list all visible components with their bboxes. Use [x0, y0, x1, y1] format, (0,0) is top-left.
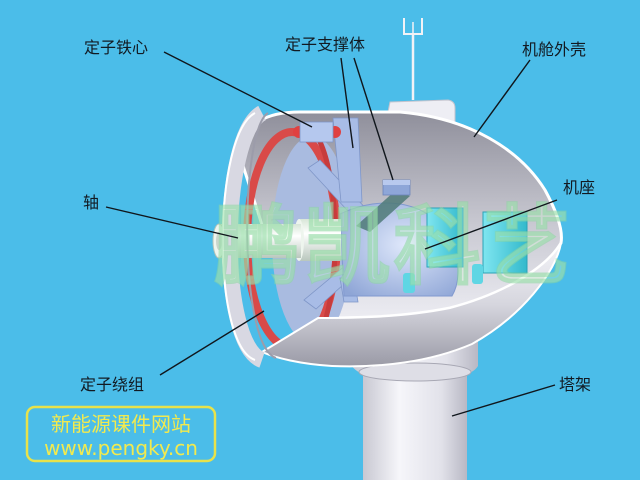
label-tower: 塔架: [559, 375, 591, 394]
support-block: [382, 179, 411, 196]
label-nacelle-shell: 机舱外壳: [522, 40, 586, 59]
label-stator-core: 定子铁心: [84, 38, 148, 57]
logo-site-name: 新能源课件网站: [51, 412, 191, 436]
leader-lines: [105, 51, 558, 417]
wind-sensor: [385, 18, 456, 123]
watermark-text: 鹏凯科艺: [214, 197, 574, 297]
site-logo: 新能源课件网站 www.pengky.cn: [25, 405, 217, 463]
logo-site-url: www.pengky.cn: [44, 436, 198, 460]
label-stator-winding: 定子绕组: [80, 375, 144, 394]
front-ring: [221, 105, 277, 368]
nacelle-shell-lower: [259, 242, 562, 368]
label-stator-support: 定子支撑体: [285, 35, 365, 54]
equipment-boxes: [403, 207, 528, 293]
diagonal-brace: [356, 190, 410, 232]
label-shaft: 轴: [83, 193, 99, 212]
label-base: 机座: [563, 178, 595, 197]
stator-core: [293, 121, 341, 143]
